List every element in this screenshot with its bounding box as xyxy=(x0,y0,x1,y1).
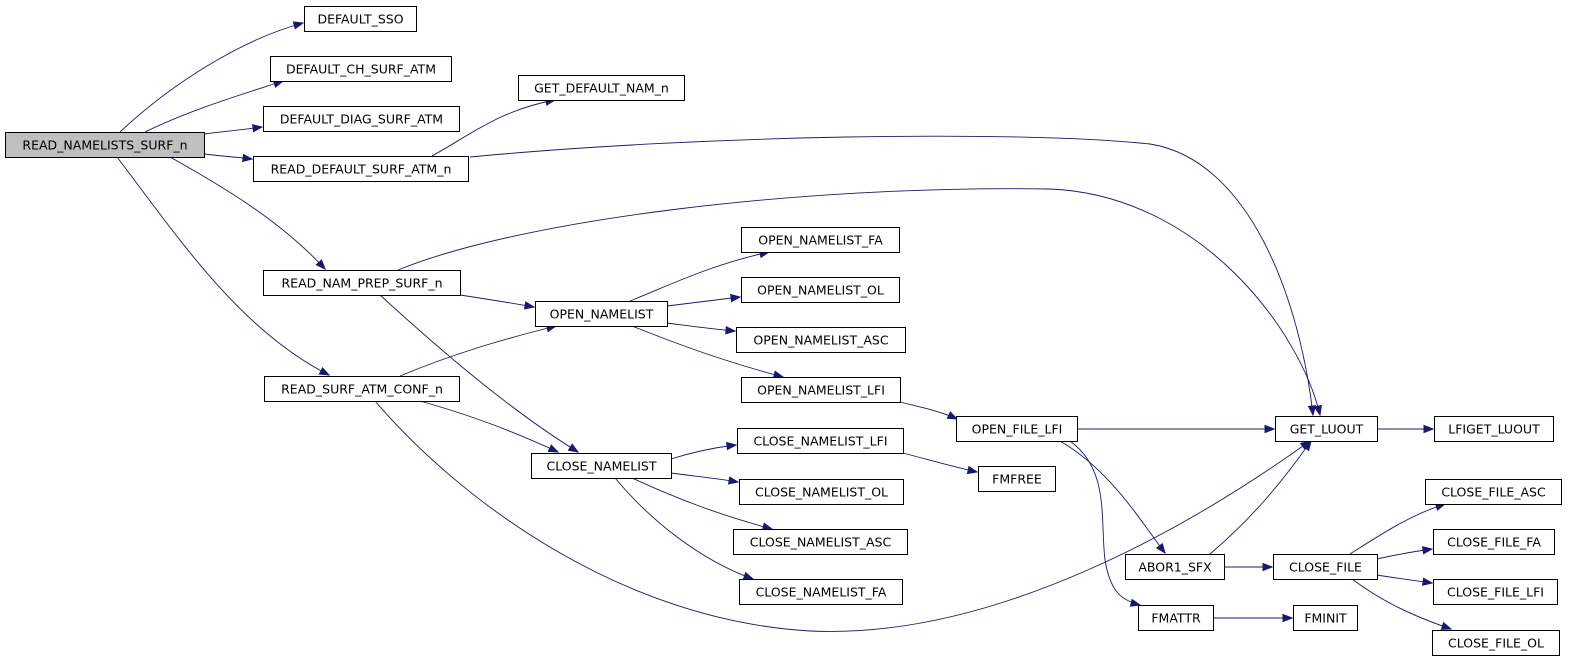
edge-read-namelists-to-default-ch xyxy=(144,79,285,133)
node-open-namelist[interactable]: OPEN_NAMELIST xyxy=(535,301,668,327)
node-layer: READ_NAMELISTS_SURF_n DEFAULT_SSO DEFAULT_… xyxy=(5,6,1562,656)
edge-read-nam-prep-to-close-namelist xyxy=(379,294,580,453)
node-label: CLOSE_FILE_ASC xyxy=(1441,485,1546,500)
node-close-file-asc[interactable]: CLOSE_FILE_ASC xyxy=(1425,479,1562,505)
node-label: OPEN_NAMELIST_FA xyxy=(758,233,883,248)
node-label: ABOR1_SFX xyxy=(1138,560,1212,575)
edge-close-namelist-to-close-namelist-ol xyxy=(670,472,740,485)
node-label: CLOSE_FILE_LFI xyxy=(1447,585,1544,600)
node-get-default-nam[interactable]: GET_DEFAULT_NAM_n xyxy=(518,75,685,101)
edge-read-namelists-to-default-diag xyxy=(203,124,264,135)
node-default-sso[interactable]: DEFAULT_SSO xyxy=(304,6,417,32)
node-label: READ_DEFAULT_SURF_ATM_n xyxy=(271,162,452,177)
node-label: OPEN_NAMELIST xyxy=(550,307,654,322)
node-label: FMFREE xyxy=(992,472,1042,487)
node-read-namelists[interactable]: READ_NAMELISTS_SURF_n xyxy=(5,132,205,158)
node-read-nam-prep[interactable]: READ_NAM_PREP_SURF_n xyxy=(263,270,461,296)
node-lfiget-luout[interactable]: LFIGET_LUOUT xyxy=(1434,416,1554,442)
node-close-file[interactable]: CLOSE_FILE xyxy=(1273,554,1378,580)
node-read-default[interactable]: READ_DEFAULT_SURF_ATM_n xyxy=(253,156,469,182)
node-fmattr[interactable]: FMATTR xyxy=(1138,605,1214,631)
node-label: FMINIT xyxy=(1304,611,1347,626)
edge-close-file-to-close-file-lfi xyxy=(1376,574,1434,586)
edge-open-namelist-lfi-to-open-file-lfi xyxy=(899,401,959,420)
edge-read-namelists-to-read-nam-prep xyxy=(169,156,326,271)
node-close-namelist-asc[interactable]: CLOSE_NAMELIST_ASC xyxy=(733,529,908,555)
node-close-namelist[interactable]: CLOSE_NAMELIST xyxy=(531,453,672,479)
node-label: GET_DEFAULT_NAM_n xyxy=(534,81,669,96)
node-label: CLOSE_FILE xyxy=(1289,560,1362,575)
node-label: LFIGET_LUOUT xyxy=(1448,422,1540,437)
node-label: OPEN_FILE_LFI xyxy=(972,422,1063,437)
node-label: CLOSE_NAMELIST_OL xyxy=(755,485,888,500)
edge-close-file-to-close-file-fa xyxy=(1376,546,1434,560)
node-label: READ_SURF_ATM_CONF_n xyxy=(281,382,443,397)
edge-close-namelist-to-close-namelist-lfi xyxy=(670,441,738,460)
node-open-namelist-lfi[interactable]: OPEN_NAMELIST_LFI xyxy=(741,377,901,403)
node-default-ch[interactable]: DEFAULT_CH_SURF_ATM xyxy=(270,56,452,82)
edge-read-namelists-to-read-surf-atm-conf xyxy=(116,156,331,376)
edge-open-file-lfi-to-fmattr xyxy=(1069,440,1142,607)
edge-close-namelist-to-close-namelist-asc xyxy=(631,477,774,531)
edge-close-namelist-lfi-to-fmfree xyxy=(902,452,979,475)
node-label: CLOSE_FILE_FA xyxy=(1447,535,1541,550)
node-open-namelist-fa[interactable]: OPEN_NAMELIST_FA xyxy=(741,227,900,253)
node-open-file-lfi[interactable]: OPEN_FILE_LFI xyxy=(956,416,1078,442)
node-label: CLOSE_NAMELIST_ASC xyxy=(750,535,892,550)
node-label: CLOSE_NAMELIST xyxy=(547,459,657,474)
node-abor1-sfx[interactable]: ABOR1_SFX xyxy=(1125,554,1225,580)
node-close-namelist-fa[interactable]: CLOSE_NAMELIST_FA xyxy=(739,579,903,605)
node-label: READ_NAM_PREP_SURF_n xyxy=(282,276,443,291)
node-label: DEFAULT_CH_SURF_ATM xyxy=(286,62,436,77)
edge-close-file-to-close-file-asc xyxy=(1349,502,1447,555)
edge-open-file-lfi-to-abor1-sfx xyxy=(1059,440,1166,555)
node-label: CLOSE_NAMELIST_FA xyxy=(756,585,887,600)
edge-read-nam-prep-to-open-namelist xyxy=(459,294,536,310)
edge-abor1-sfx-to-close-file xyxy=(1224,562,1274,572)
node-label: CLOSE_FILE_OL xyxy=(1448,636,1544,651)
node-close-file-lfi[interactable]: CLOSE_FILE_LFI xyxy=(1433,579,1558,605)
node-close-namelist-ol[interactable]: CLOSE_NAMELIST_OL xyxy=(739,479,904,505)
node-close-namelist-lfi[interactable]: CLOSE_NAMELIST_LFI xyxy=(737,428,904,454)
node-label: FMATTR xyxy=(1151,611,1201,626)
node-open-namelist-asc[interactable]: OPEN_NAMELIST_ASC xyxy=(736,327,906,353)
edge-read-nam-prep-to-get-luout xyxy=(397,188,1322,417)
edge-close-namelist-to-close-namelist-fa xyxy=(614,477,755,580)
node-open-namelist-ol[interactable]: OPEN_NAMELIST_OL xyxy=(741,277,900,303)
node-label: DEFAULT_DIAG_SURF_ATM xyxy=(280,112,443,127)
node-fminit[interactable]: FMINIT xyxy=(1293,605,1358,631)
edge-read-namelists-to-read-default xyxy=(203,153,254,163)
edge-open-namelist-to-open-namelist-ol xyxy=(666,293,742,307)
node-label: OPEN_NAMELIST_LFI xyxy=(757,383,885,398)
edge-read-surf-atm-conf-to-close-namelist xyxy=(419,400,560,453)
node-label: DEFAULT_SSO xyxy=(317,12,403,27)
edge-get-luout-to-lfiget-luout xyxy=(1376,424,1435,434)
node-read-surf-atm-conf[interactable]: READ_SURF_ATM_CONF_n xyxy=(264,376,460,402)
node-label: GET_LUOUT xyxy=(1290,422,1364,437)
edge-read-namelists-to-default-sso xyxy=(119,21,305,133)
node-close-file-fa[interactable]: CLOSE_FILE_FA xyxy=(1433,529,1555,555)
edge-open-namelist-to-open-namelist-asc xyxy=(666,322,737,335)
node-fmfree[interactable]: FMFREE xyxy=(978,466,1056,492)
edge-abor1-sfx-to-get-luout xyxy=(1209,439,1312,555)
node-label: READ_NAMELISTS_SURF_n xyxy=(22,138,187,153)
node-label: OPEN_NAMELIST_OL xyxy=(757,283,884,298)
edge-read-surf-atm-conf-to-open-namelist xyxy=(399,324,558,377)
edge-fmattr-to-fminit xyxy=(1213,613,1294,623)
edge-layer xyxy=(116,21,1453,632)
node-label: OPEN_NAMELIST_ASC xyxy=(753,333,888,348)
node-close-file-ol[interactable]: CLOSE_FILE_OL xyxy=(1432,630,1560,656)
edge-read-default-to-get-luout xyxy=(469,135,1317,417)
edge-close-file-to-close-file-ol xyxy=(1351,578,1453,630)
node-default-diag[interactable]: DEFAULT_DIAG_SURF_ATM xyxy=(263,106,460,132)
edge-open-file-lfi-to-get-luout xyxy=(1076,424,1276,434)
node-label: CLOSE_NAMELIST_LFI xyxy=(753,434,887,449)
node-get-luout[interactable]: GET_LUOUT xyxy=(1275,416,1378,442)
